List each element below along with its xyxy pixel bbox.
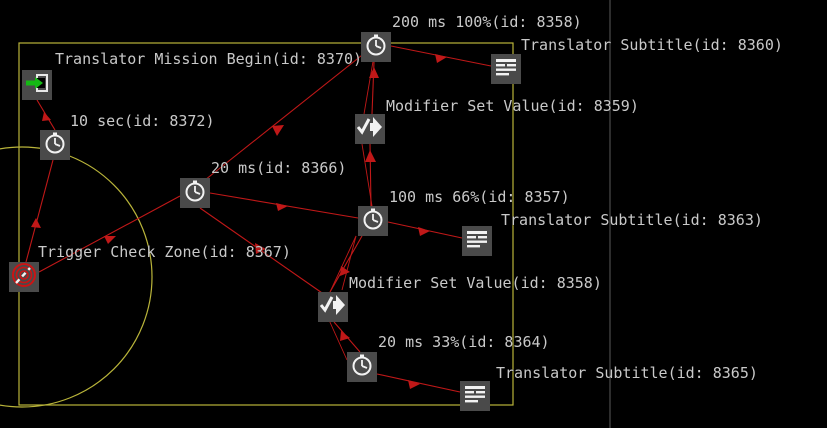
label-trigger-check-zone: Trigger Check Zone(id: 8367) — [38, 243, 291, 261]
modifier-icon — [356, 116, 383, 142]
label-modifier-8358: Modifier Set Value(id: 8358) — [349, 274, 602, 292]
modifier-icon — [319, 294, 346, 320]
label-subtitle-8363: Translator Subtitle(id: 8363) — [501, 211, 763, 229]
node-subtitle-8360[interactable] — [491, 54, 521, 84]
label-delay-20ms-8366: 20 ms(id: 8366) — [211, 159, 347, 177]
node-subtitle-8365[interactable] — [460, 381, 490, 411]
timer-icon — [350, 353, 374, 381]
label-delay-10sec: 10 sec(id: 8372) — [70, 112, 215, 130]
node-delay-10sec[interactable] — [40, 130, 70, 160]
label-delay-20ms-33: 20 ms 33%(id: 8364) — [378, 333, 550, 351]
timer-icon — [364, 33, 388, 61]
node-trigger-check-zone[interactable] — [9, 262, 39, 292]
node-modifier-8359[interactable] — [355, 114, 385, 144]
node-delay-100ms[interactable] — [358, 206, 388, 236]
node-delay-200ms[interactable] — [361, 32, 391, 62]
subtitle-icon — [465, 229, 489, 253]
label-subtitle-8360: Translator Subtitle(id: 8360) — [521, 36, 783, 54]
mission-begin-icon — [25, 73, 49, 97]
label-mission-begin: Translator Mission Begin(id: 8370) — [55, 50, 363, 68]
subtitle-icon — [463, 384, 487, 408]
label-delay-100ms: 100 ms 66%(id: 8357) — [389, 188, 570, 206]
trigger-zone-icon — [11, 262, 37, 292]
node-delay-20ms-33[interactable] — [347, 352, 377, 382]
node-subtitle-8363[interactable] — [462, 226, 492, 256]
node-delay-20ms-8366[interactable] — [180, 178, 210, 208]
label-delay-200ms: 200 ms 100%(id: 8358) — [392, 13, 582, 31]
timer-icon — [361, 207, 385, 235]
node-mission-begin[interactable] — [22, 70, 52, 100]
timer-icon — [183, 179, 207, 207]
subtitle-icon — [494, 57, 518, 81]
label-modifier-8359: Modifier Set Value(id: 8359) — [386, 97, 639, 115]
node-modifier-8358[interactable] — [318, 292, 348, 322]
timer-icon — [43, 131, 67, 159]
label-subtitle-8365: Translator Subtitle(id: 8365) — [496, 364, 758, 382]
